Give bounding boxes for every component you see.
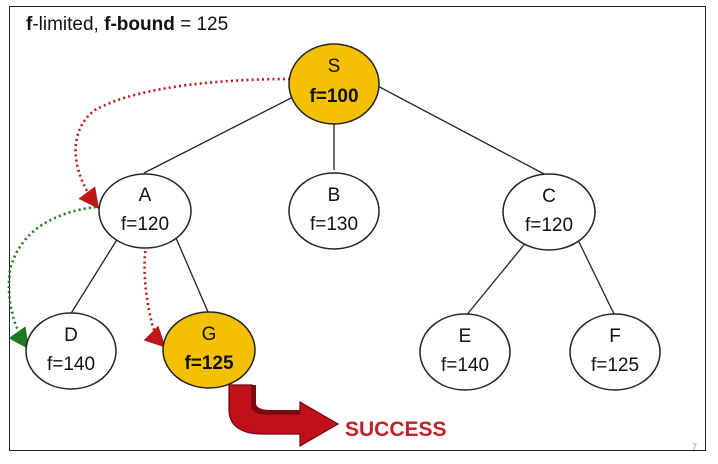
node-c-value: f=120 <box>525 215 573 236</box>
edge-c-f <box>577 239 616 317</box>
node-b: B f=130 <box>288 172 380 250</box>
node-e-value: f=140 <box>441 355 489 376</box>
node-a-label: A <box>139 185 152 206</box>
node-a-value: f=120 <box>121 214 169 235</box>
node-g: G f=125 <box>162 311 256 389</box>
node-f-label: F <box>609 326 621 347</box>
node-e: E f=140 <box>419 313 511 391</box>
heading-f1: f <box>26 14 33 35</box>
heading-limited: -limited, <box>32 14 105 35</box>
node-b-value: f=130 <box>310 214 358 235</box>
node-e-label: E <box>459 326 472 347</box>
node-f-value: f=125 <box>591 355 639 376</box>
bound-heading: f-limited, f-bound = 125 <box>26 14 228 36</box>
node-f: F f=125 <box>569 313 661 391</box>
node-d-label: D <box>64 325 78 346</box>
success-arrow-icon <box>228 384 340 448</box>
node-g-value: f=125 <box>184 353 234 374</box>
heading-value: = 125 <box>174 14 229 35</box>
node-a: A f=120 <box>98 173 192 249</box>
edge-s-c <box>373 83 545 175</box>
node-g-label: G <box>202 324 217 345</box>
heading-bound: -bound <box>110 14 175 35</box>
node-d-value: f=140 <box>47 354 95 375</box>
traversal-path-s-to-a <box>74 77 291 210</box>
traversal-path-a-to-g <box>143 245 166 348</box>
heading-f2: f <box>104 14 111 35</box>
edge-s-a <box>143 94 298 174</box>
tree-edges <box>69 83 616 318</box>
page-number: 7 <box>692 442 698 452</box>
success-label: SUCCESS <box>345 418 447 441</box>
traversal-path-a-to-d <box>7 205 97 350</box>
node-b-label: B <box>328 185 341 206</box>
node-c: C f=120 <box>502 173 596 251</box>
edge-c-e <box>464 239 529 318</box>
node-s-value: f=100 <box>309 86 358 107</box>
node-c-label: C <box>542 186 556 207</box>
node-s-label: S <box>328 56 341 77</box>
edge-a-d <box>69 237 119 316</box>
node-d: D f=140 <box>25 312 117 390</box>
node-s: S f=100 <box>288 43 380 125</box>
edge-a-g <box>175 237 209 313</box>
